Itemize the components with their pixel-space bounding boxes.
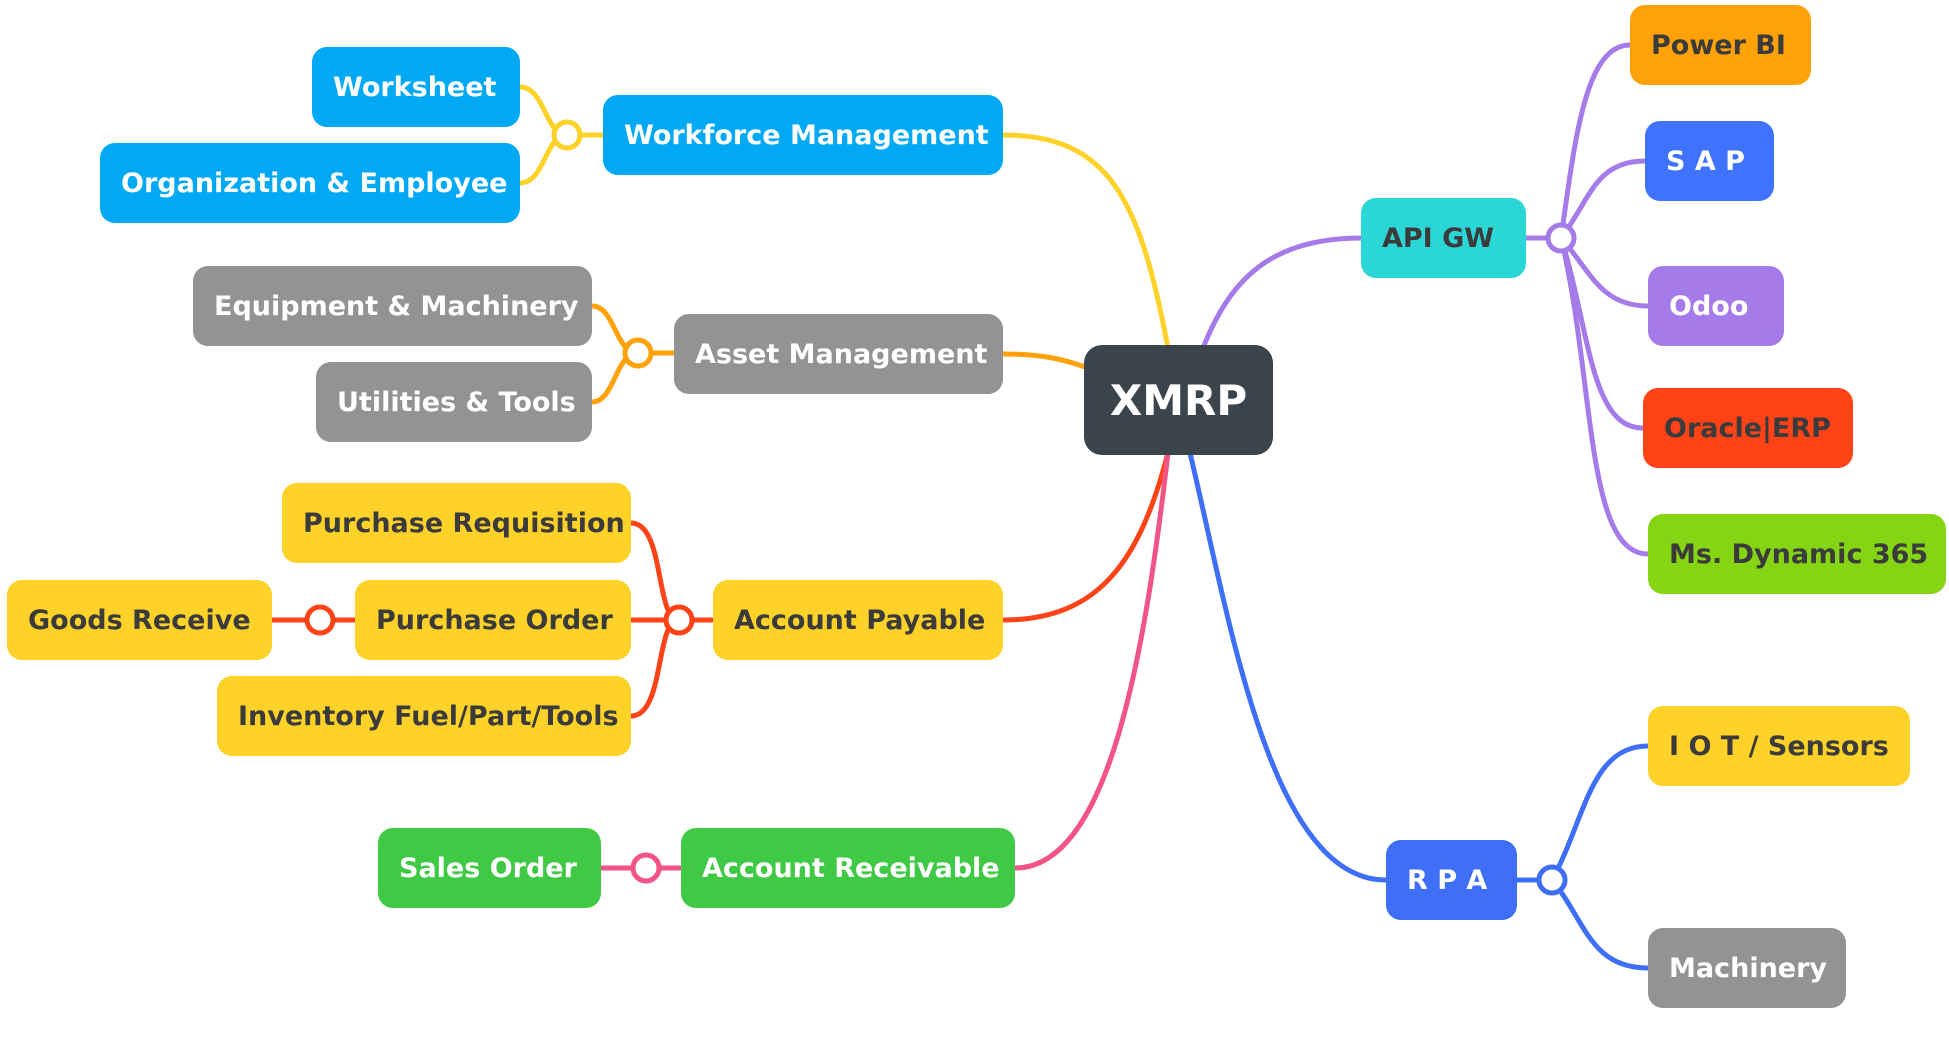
utilities-tools-label: Utilities & Tools: [337, 386, 576, 418]
node-organization-employee[interactable]: Organization & Employee: [100, 143, 520, 223]
connector-api-gw: [1200, 235, 1364, 351]
connector-dynamics: [1558, 235, 1651, 557]
connector-rpa: [1187, 450, 1389, 883]
root-node-xmrp[interactable]: XMRP: [1084, 345, 1273, 455]
goods-receive-label: Goods Receive: [28, 604, 251, 636]
junction-workforce: [551, 119, 583, 151]
connector-receivable: [1012, 450, 1171, 871]
ms-dynamic-365-label: Ms. Dynamic 365: [1669, 538, 1929, 570]
node-utilities-tools[interactable]: Utilities & Tools: [316, 362, 592, 442]
node-worksheet[interactable]: Worksheet: [312, 47, 520, 127]
node-asset-management[interactable]: Asset Management: [674, 314, 1003, 394]
node-inventory-fuel-part-tools[interactable]: Inventory Fuel/Part/Tools: [217, 676, 631, 756]
node-goods-receive[interactable]: Goods Receive: [7, 580, 272, 660]
workforce-management-label: Workforce Management: [624, 119, 989, 151]
node-power-bi[interactable]: Power BI: [1630, 5, 1811, 85]
node-api-gw[interactable]: API GW: [1361, 198, 1526, 278]
junction-purchase-order: [304, 604, 336, 636]
account-payable-label: Account Payable: [734, 604, 986, 636]
node-iot-sensors[interactable]: I O T / Sensors: [1648, 706, 1910, 786]
account-receivable-label: Account Receivable: [702, 852, 1000, 884]
asset-management-label: Asset Management: [695, 338, 988, 370]
node-purchase-order[interactable]: Purchase Order: [355, 580, 631, 660]
iot-sensors-label: I O T / Sensors: [1669, 730, 1889, 762]
odoo-label: Odoo: [1669, 290, 1749, 322]
rpa-label: R P A: [1407, 864, 1488, 896]
connector-asset: [1000, 351, 1091, 371]
connector-workforce: [1000, 132, 1171, 351]
node-sap[interactable]: S A P: [1645, 121, 1774, 201]
node-account-payable[interactable]: Account Payable: [713, 580, 1003, 660]
sap-label: S A P: [1666, 145, 1745, 177]
organization-employee-label: Organization & Employee: [121, 167, 508, 199]
node-workforce-management[interactable]: Workforce Management: [603, 95, 1003, 175]
node-purchase-requisition[interactable]: Purchase Requisition: [282, 483, 631, 563]
node-odoo[interactable]: Odoo: [1648, 266, 1784, 346]
inventory-fuel-part-tools-label: Inventory Fuel/Part/Tools: [238, 700, 619, 732]
purchase-order-label: Purchase Order: [376, 604, 613, 636]
connector-iot: [1549, 743, 1651, 883]
node-ms-dynamic-365[interactable]: Ms. Dynamic 365: [1648, 514, 1946, 594]
connector-machinery: [1549, 877, 1651, 971]
machinery-label: Machinery: [1669, 952, 1828, 984]
node-rpa[interactable]: R P A: [1386, 840, 1517, 920]
node-sales-order[interactable]: Sales Order: [378, 828, 601, 908]
junction-payable: [663, 604, 695, 636]
equipment-machinery-label: Equipment & Machinery: [214, 290, 579, 322]
oracle-erp-label: Oracle|ERP: [1664, 412, 1831, 444]
api-gw-label: API GW: [1382, 222, 1495, 254]
connector-purchase-requisition: [628, 520, 682, 623]
node-equipment-machinery[interactable]: Equipment & Machinery: [193, 266, 592, 346]
node-account-receivable[interactable]: Account Receivable: [681, 828, 1015, 908]
junction-asset: [622, 337, 654, 369]
node-oracle-erp[interactable]: Oracle|ERP: [1643, 388, 1853, 468]
connector-oracle: [1558, 235, 1646, 431]
connector-sap: [1558, 158, 1648, 241]
root-label: XMRP: [1109, 375, 1248, 425]
junction-api-gw: [1545, 222, 1577, 254]
sales-order-label: Sales Order: [399, 852, 577, 884]
purchase-requisition-label: Purchase Requisition: [303, 507, 625, 539]
power-bi-label: Power BI: [1651, 29, 1786, 61]
node-machinery[interactable]: Machinery: [1648, 928, 1846, 1008]
junction-rpa: [1536, 864, 1568, 896]
connector-inventory: [628, 617, 682, 719]
connector-power-bi: [1558, 42, 1633, 241]
junction-receivable: [630, 852, 662, 884]
worksheet-label: Worksheet: [333, 71, 497, 103]
connector-payable: [1000, 450, 1171, 623]
